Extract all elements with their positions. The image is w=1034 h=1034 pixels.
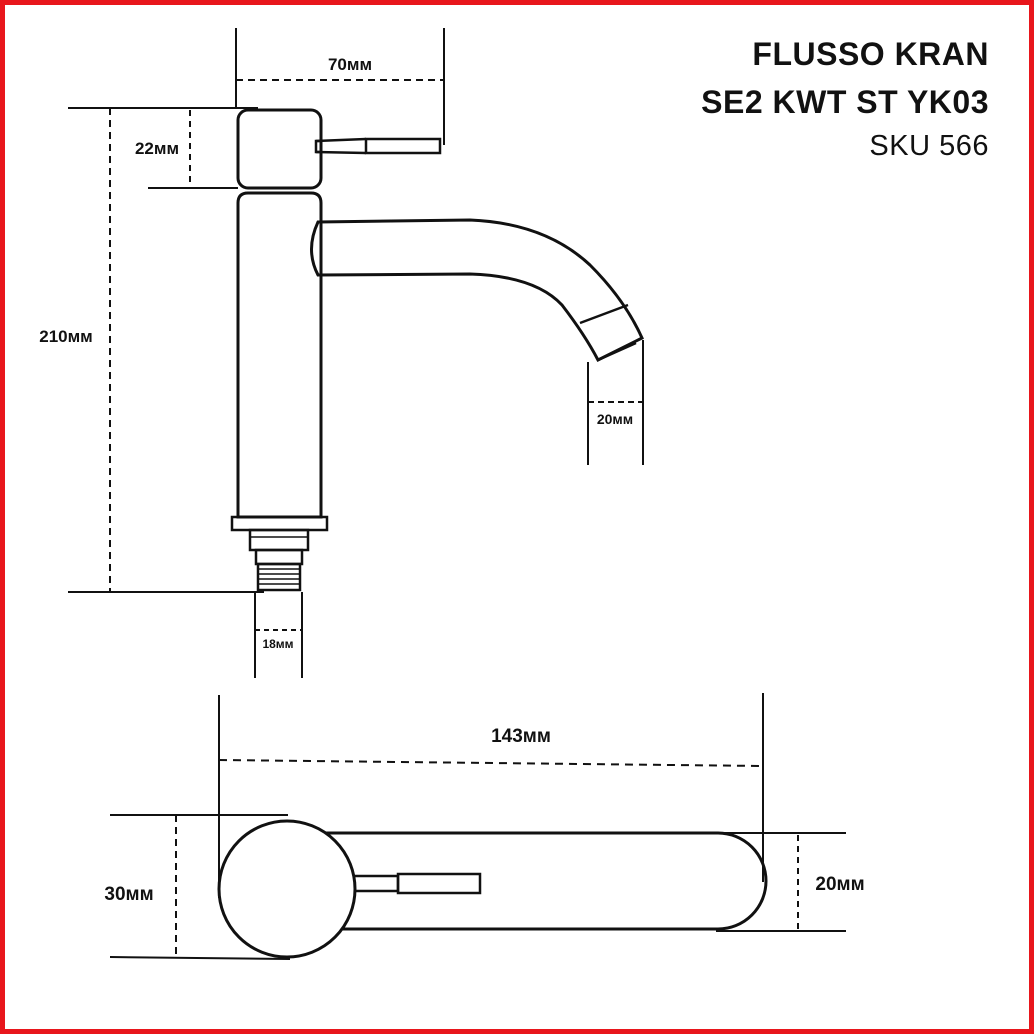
lever-top-view <box>355 874 400 893</box>
lever-tip <box>364 137 442 155</box>
spout <box>310 218 644 363</box>
lever-edge <box>315 137 367 143</box>
sku-label: SKU 566 <box>869 130 989 162</box>
extension-line <box>109 956 291 960</box>
dim-label-thread: 18мм <box>262 637 293 651</box>
side-view: 70мм 22мм 20мм <box>28 28 644 678</box>
lever-edge <box>315 150 367 155</box>
top-view: 143мм 30мм 20мм <box>104 693 865 960</box>
dimension-line-143 <box>218 759 764 767</box>
label-background <box>28 322 104 348</box>
dim-label-handle-height: 22мм <box>135 139 179 158</box>
faucet-column <box>236 191 323 519</box>
product-title-line2: SE2 KWT ST YK03 <box>701 84 989 120</box>
spout-top-view <box>316 831 768 931</box>
threaded-shank <box>256 562 302 592</box>
lever-tip-top-view <box>396 872 482 895</box>
handle-body <box>236 108 323 190</box>
base-flange <box>230 515 329 532</box>
dim-label-spout-outlet: 20мм <box>597 411 633 427</box>
product-title-line1: FLUSSO KRAN <box>752 36 989 72</box>
nut-lower <box>254 548 304 566</box>
dim-label-length: 143мм <box>491 726 551 747</box>
dim-label-top-width: 70мм <box>328 55 372 74</box>
mounting-nut <box>248 528 310 552</box>
base-circle <box>217 819 357 959</box>
dim-label-total-height: 210мм <box>39 327 93 346</box>
spout-outlet-edge <box>597 341 637 362</box>
thread-lines <box>258 568 300 585</box>
dim-label-base-diameter: 30мм <box>104 884 153 905</box>
spout-aerator-ring <box>579 303 629 325</box>
dim-label-spout-width: 20мм <box>815 874 864 895</box>
